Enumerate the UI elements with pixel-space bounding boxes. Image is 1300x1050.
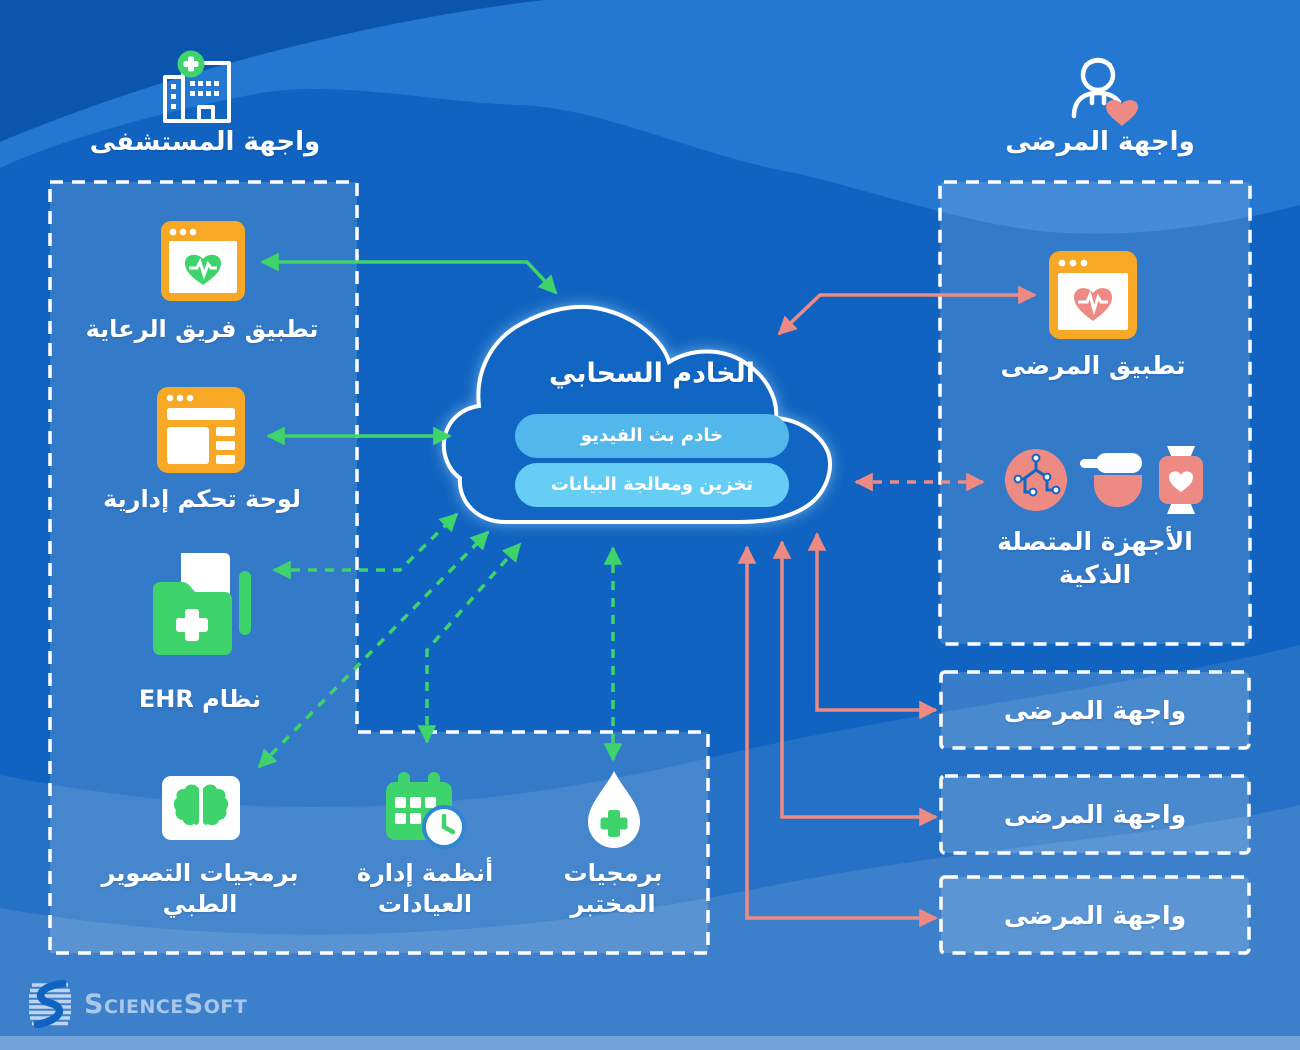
cloud-server-title: الخادم السحابي: [549, 358, 755, 389]
smart-devices-icons: [1004, 446, 1204, 514]
ehr-folder-icon: [147, 551, 255, 669]
arrow-patient-app-cloud: [777, 285, 1037, 336]
arrow-cloud-patient-if-1: [807, 532, 938, 720]
clinic-calendar-icon: [386, 770, 466, 854]
sciencesoft-logo: ScienceSoft: [26, 980, 247, 1028]
patient-interface-label-1: واجهة المرضى: [1003, 696, 1187, 725]
clinic-management-label: أنظمة إدارة العيادات: [356, 859, 494, 919]
arrow-cloud-patient-if-2: [772, 540, 938, 827]
medical-imaging-brain-icon: [162, 776, 240, 844]
smartwatch-icon: [1159, 446, 1203, 514]
monitor-device-icon: [1080, 453, 1142, 507]
lab-droplet-icon: [584, 768, 644, 856]
top-wave-band: [0, 0, 1300, 234]
smart-devices-label: الأجهزة المتصلة الذكية: [997, 527, 1193, 589]
circuit-device-icon: [1005, 449, 1067, 511]
lab-software-label: برمجيات المختبر: [563, 859, 663, 919]
admin-dashboard-icon: [157, 387, 245, 477]
bottom-strip: [0, 1036, 1300, 1050]
patient-interface-box-2: [939, 774, 1251, 855]
patient-header-label: واجهة المرضى: [1005, 127, 1195, 157]
patient-interface-label-3: واجهة المرضى: [1003, 901, 1187, 930]
sciencesoft-brand-text: ScienceSoft: [84, 988, 248, 1020]
arrow-cloud-patient-if-3: [737, 545, 938, 928]
top-left-dark-corner: [0, 0, 545, 142]
care-team-app-icon: [161, 221, 245, 305]
patient-interface-box-3: [939, 875, 1251, 955]
ehr-label: نظام EHR: [138, 685, 262, 713]
arrow-clinic-management-cloud: [417, 542, 522, 744]
hospital-icon: [157, 50, 253, 130]
patient-interface-label-2: واجهة المرضى: [1003, 800, 1187, 829]
care-team-app-label: تطبيق فريق الرعاية: [85, 315, 319, 343]
patient-app-label: تطبيق المرضى: [1000, 351, 1186, 380]
sciencesoft-logo-icon: [29, 980, 71, 1028]
medical-imaging-label: برمجيات التصوير الطبي: [101, 859, 299, 919]
video-streaming-server-pill: خادم بث الفيديو: [515, 414, 789, 458]
admin-dashboard-label: لوحة تحكم إدارية: [103, 485, 301, 513]
arrow-care-team-app-cloud: [260, 252, 558, 295]
bottom-wave-band-2: [0, 805, 1300, 1050]
hospital-header-label: واجهة المستشفى: [89, 127, 321, 157]
patient-interface-box-1: [939, 670, 1251, 750]
patient-app-icon: [1049, 251, 1137, 343]
patient-heart-icon: [1056, 50, 1142, 134]
hospital-zone-box: [48, 180, 710, 955]
data-storage-processing-pill: تخزين ومعالجة البيانات: [515, 463, 789, 507]
